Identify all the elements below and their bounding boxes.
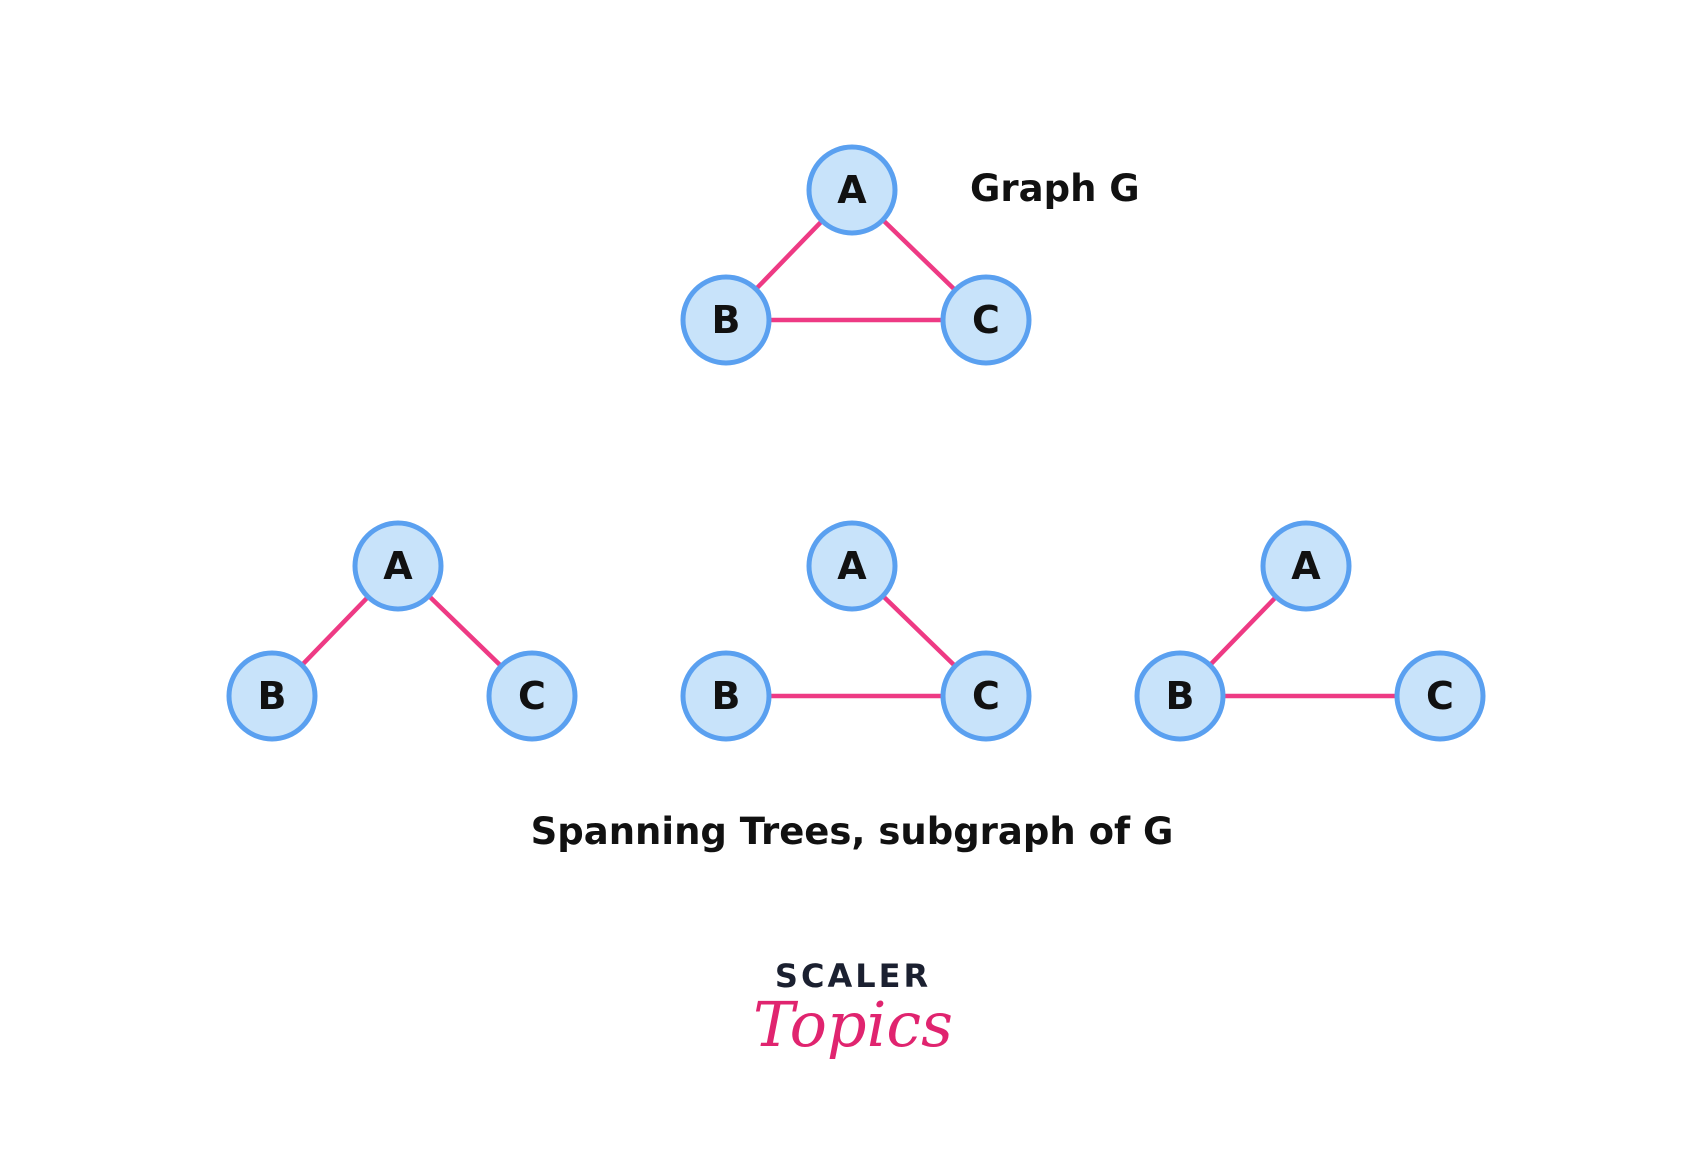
tree-2-node-c: C	[940, 650, 1032, 742]
spanning-trees-caption: Spanning Trees, subgraph of G	[531, 810, 1174, 853]
node-circle	[1260, 520, 1352, 612]
tree-3-node-b: B	[1134, 650, 1226, 742]
node-label: A	[1291, 544, 1321, 588]
tree-1-node-c: C	[486, 650, 578, 742]
node-circle	[352, 520, 444, 612]
node-label: A	[837, 544, 867, 588]
node-circle	[1394, 650, 1486, 742]
node-circle	[226, 650, 318, 742]
node-label: A	[383, 544, 413, 588]
node-label: C	[972, 298, 1000, 342]
tree-2-node-a: A	[806, 520, 898, 612]
node-label: B	[258, 674, 287, 718]
logo-topics-text: Topics	[753, 988, 953, 1061]
scaler-topics-logo: SCALER Topics	[753, 957, 953, 1061]
node-label: C	[1426, 674, 1454, 718]
node-circle	[1134, 650, 1226, 742]
graph-g-node-a: A	[806, 144, 898, 236]
node-label: B	[712, 298, 741, 342]
graph-g: A B C	[680, 144, 1032, 366]
node-label: A	[837, 168, 867, 212]
node-label: C	[518, 674, 546, 718]
spanning-tree-3: A B C	[1134, 520, 1486, 742]
node-label: C	[972, 674, 1000, 718]
node-circle	[486, 650, 578, 742]
node-circle	[806, 520, 898, 612]
node-circle	[940, 650, 1032, 742]
node-label: B	[1166, 674, 1195, 718]
tree-2-node-b: B	[680, 650, 772, 742]
tree-1-node-a: A	[352, 520, 444, 612]
node-circle	[940, 274, 1032, 366]
node-circle	[806, 144, 898, 236]
tree-3-node-a: A	[1260, 520, 1352, 612]
graph-g-caption: Graph G	[970, 167, 1140, 210]
logo-scaler-text: SCALER	[775, 957, 931, 995]
tree-3-node-c: C	[1394, 650, 1486, 742]
node-circle	[680, 650, 772, 742]
tree-1-node-b: B	[226, 650, 318, 742]
graph-g-node-c: C	[940, 274, 1032, 366]
node-circle	[680, 274, 772, 366]
spanning-tree-2: A B C	[680, 520, 1032, 742]
node-label: B	[712, 674, 741, 718]
graph-g-node-b: B	[680, 274, 772, 366]
spanning-tree-1: A B C	[226, 520, 578, 742]
